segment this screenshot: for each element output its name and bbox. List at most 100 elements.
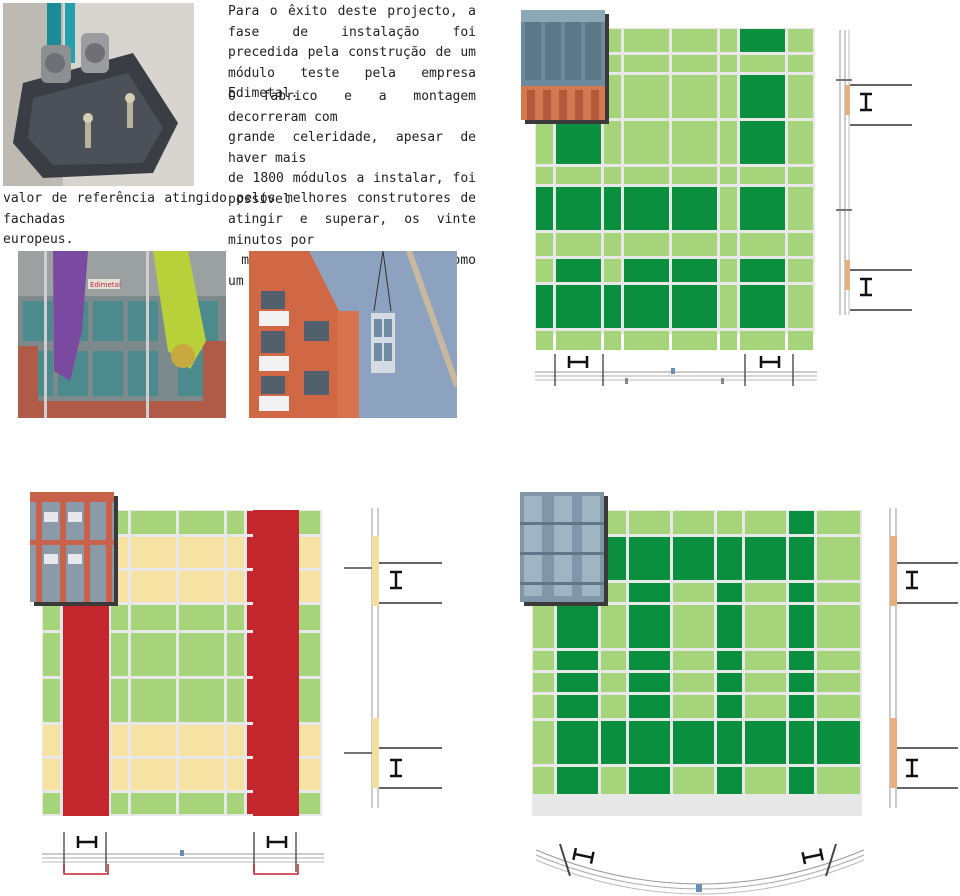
facade-panel — [789, 767, 814, 794]
facade-panel — [745, 511, 786, 534]
facade-panel — [673, 673, 714, 692]
facade-panel — [601, 537, 626, 580]
facade-panel — [295, 511, 320, 534]
facade-panel — [557, 767, 598, 794]
facade-panel — [740, 331, 785, 350]
facade-panel — [227, 679, 244, 722]
facade-panel — [295, 725, 320, 756]
facade-panel — [672, 75, 717, 118]
facade-panel — [111, 571, 128, 602]
facade-panel — [629, 767, 670, 794]
horizontal-section-top — [535, 354, 817, 386]
facade-panel — [533, 721, 554, 764]
facade-panel — [740, 187, 785, 230]
facade-panel — [556, 285, 601, 328]
facade-panel — [227, 511, 244, 534]
facade-panel — [111, 793, 128, 814]
building-banners-drawing: Edimetal — [18, 251, 226, 418]
facade-panel — [720, 121, 737, 164]
facade-panel — [533, 767, 554, 794]
intro-paragraph: Para o êxito deste projecto, a fase de i… — [228, 4, 476, 101]
i-beam-icon — [572, 847, 595, 864]
facade-panel — [740, 167, 785, 184]
facade-panel — [131, 605, 176, 630]
facade-panel — [817, 651, 860, 670]
facade-panel — [295, 537, 320, 568]
facade-panel — [717, 673, 742, 692]
facade-panel — [536, 285, 553, 328]
facade-panel — [629, 537, 670, 580]
facade-panel — [111, 605, 128, 630]
facade-panel — [556, 233, 601, 256]
facade-panel — [295, 679, 320, 722]
i-beam-icon — [567, 356, 589, 368]
facade-panel — [740, 259, 785, 282]
i-beam-icon — [390, 570, 402, 590]
facade-panel — [604, 233, 621, 256]
facade-thumb-drawing-2 — [30, 492, 114, 602]
facade-panel — [745, 695, 786, 718]
facade-panel — [720, 259, 737, 282]
facade-grid-bottom-right — [533, 511, 860, 794]
body-line-7: europeus. — [3, 232, 74, 247]
facade-panel — [672, 233, 717, 256]
facade-panel — [789, 511, 814, 534]
facade-panel — [740, 233, 785, 256]
facade-panel — [557, 673, 598, 692]
facade-panel — [227, 605, 244, 630]
facade-panel — [788, 121, 813, 164]
facade-panel — [673, 767, 714, 794]
crane-lift-photo — [249, 251, 457, 418]
facade-panel — [720, 75, 737, 118]
facade-panel — [43, 633, 60, 676]
facade-panel — [295, 759, 320, 790]
facade-panel — [179, 759, 224, 790]
facade-panel — [556, 331, 601, 350]
vertical-section-bottom-left — [344, 508, 442, 808]
facade-panel — [673, 651, 714, 670]
facade-panel — [43, 605, 60, 630]
anchor-bracket-drawing — [3, 3, 194, 186]
facade-panel — [740, 121, 785, 164]
facade-panel — [629, 511, 670, 534]
facade-panel — [720, 233, 737, 256]
facade-panel — [111, 633, 128, 676]
facade-panel — [717, 721, 742, 764]
facade-panel — [717, 605, 742, 648]
facade-panel — [131, 511, 176, 534]
facade-panel — [604, 167, 621, 184]
facade-panel — [624, 187, 669, 230]
facade-panel — [43, 793, 60, 814]
facade-panel — [604, 187, 621, 230]
sign-text: Edimetal — [90, 281, 121, 289]
facade-panel — [601, 767, 626, 794]
crane-lift-drawing — [249, 251, 457, 418]
facade-panel — [131, 679, 176, 722]
facade-panel — [111, 511, 128, 534]
facade-panel — [227, 725, 244, 756]
facade-panel — [717, 767, 742, 794]
facade-panel — [672, 121, 717, 164]
facade-panel — [673, 605, 714, 648]
facade-photo-thumbnail-bottom-left — [30, 492, 114, 602]
facade-panel — [672, 331, 717, 350]
facade-panel — [179, 571, 224, 602]
facade-panel — [536, 187, 553, 230]
facade-panel — [789, 721, 814, 764]
facade-panel — [227, 793, 244, 814]
facade-panel — [672, 55, 717, 72]
facade-panel — [740, 285, 785, 328]
facade-photo-thumbnail-bottom-right — [520, 492, 604, 602]
i-beam-icon — [759, 356, 781, 368]
facade-panel — [789, 537, 814, 580]
facade-panel — [745, 537, 786, 580]
facade-panel — [557, 695, 598, 718]
facade-panel — [604, 75, 621, 118]
facade-panel — [179, 679, 224, 722]
facade-panel — [179, 725, 224, 756]
facade-panel — [533, 673, 554, 692]
facade-panel — [179, 605, 224, 630]
facade-thumb-drawing-1 — [521, 10, 605, 120]
body-line-4: atingir e superar, os vinte minutos por — [228, 212, 476, 248]
facade-panel — [536, 167, 553, 184]
